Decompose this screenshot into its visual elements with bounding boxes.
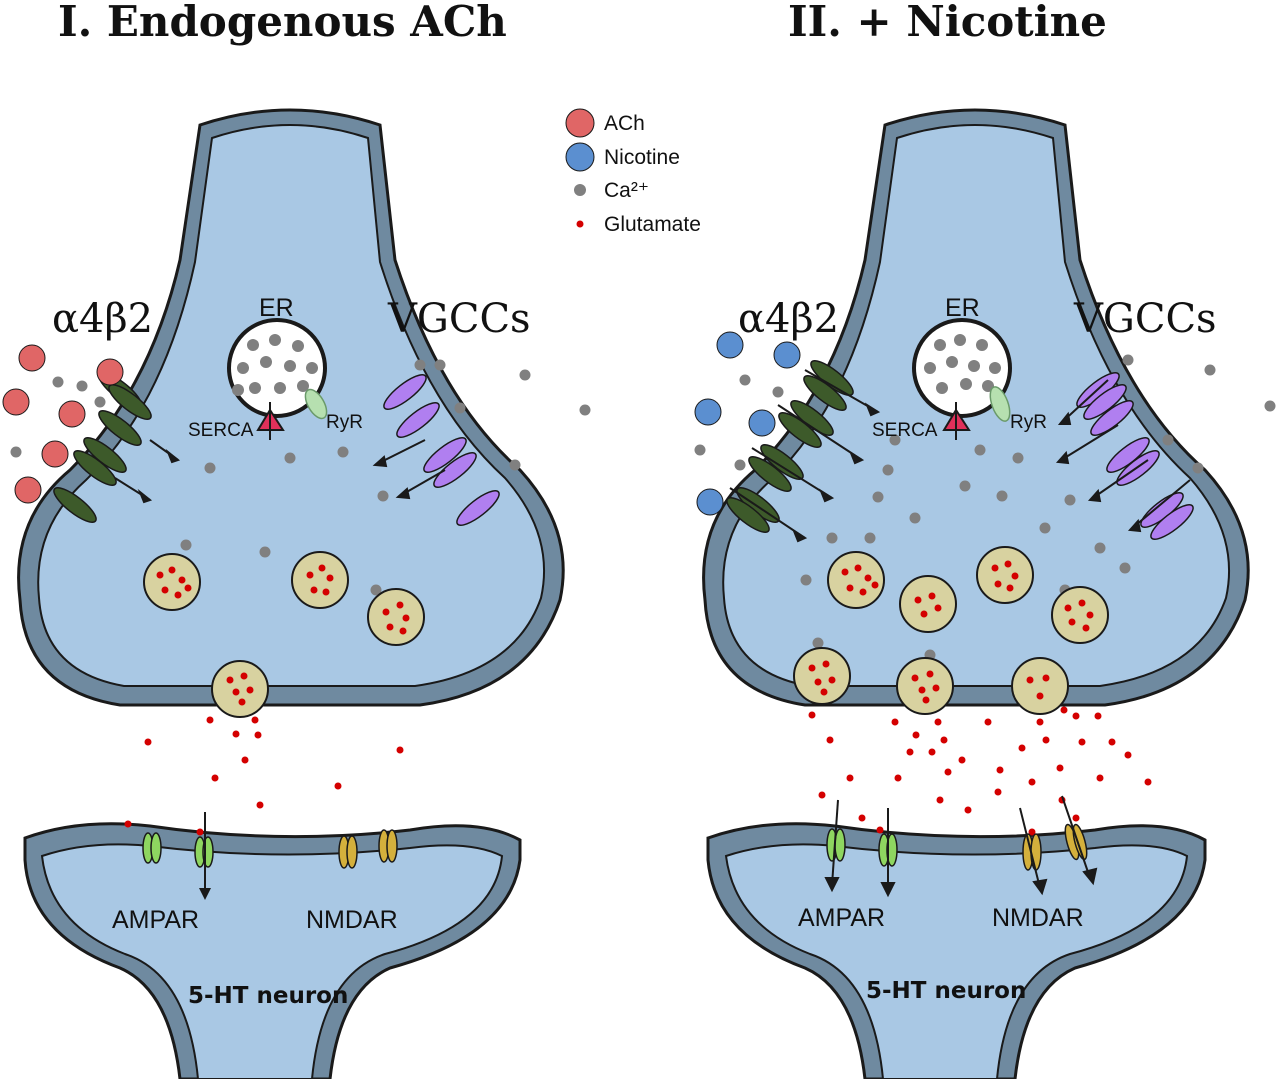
serca-label: SERCA bbox=[872, 420, 938, 441]
vgcc-subunit bbox=[456, 490, 500, 526]
nicotine-molecules bbox=[694, 331, 801, 516]
receptor-label: α4β2 bbox=[738, 296, 839, 342]
ampar-label: AMPAR bbox=[798, 904, 885, 932]
nachr-subunit bbox=[53, 487, 97, 523]
ach-molecule bbox=[58, 400, 86, 428]
er-label: ER bbox=[259, 294, 294, 322]
calcium-icon bbox=[574, 184, 586, 196]
vesicle-docked bbox=[1011, 657, 1069, 715]
ach-molecule bbox=[41, 440, 69, 468]
ach-molecule bbox=[18, 344, 46, 372]
alpha4beta2-receptors bbox=[726, 360, 854, 533]
channel-label: VGCCs bbox=[1073, 296, 1217, 342]
channel-label: VGCCs bbox=[387, 296, 531, 342]
calcium-ion bbox=[249, 382, 261, 394]
vesicle bbox=[367, 588, 425, 646]
vgcc-subunit bbox=[396, 402, 440, 438]
receptor-label: α4β2 bbox=[52, 296, 153, 342]
vesicle-docked bbox=[896, 657, 954, 715]
er-calcium-store bbox=[924, 334, 1001, 394]
legend: ACh Nicotine Ca²⁺ Glutamate bbox=[565, 108, 701, 236]
calcium-ion bbox=[297, 380, 309, 392]
ryr-label: RyR bbox=[326, 412, 363, 433]
ryr-channel bbox=[989, 386, 1011, 422]
nmdar-label: NMDAR bbox=[992, 904, 1084, 932]
vesicle bbox=[827, 551, 885, 609]
vgcc-subunit bbox=[423, 437, 467, 473]
nicotine-molecule bbox=[773, 341, 801, 369]
vesicle bbox=[899, 575, 957, 633]
calcium-ion bbox=[292, 340, 304, 352]
vgcc-subunit bbox=[383, 374, 427, 410]
cytosolic-calcium bbox=[694, 354, 1276, 661]
neuron-label: 5-HT neuron bbox=[866, 978, 1026, 1004]
nicotine-icon bbox=[565, 142, 595, 172]
calcium-ion bbox=[237, 362, 249, 374]
vgcc-channels bbox=[1076, 372, 1194, 540]
vgcc-subunit bbox=[433, 452, 477, 488]
nicotine-molecule bbox=[694, 398, 722, 426]
vesicles bbox=[793, 546, 1109, 715]
vgcc-channels bbox=[383, 374, 500, 526]
glutamate-icon bbox=[576, 220, 584, 228]
serca-label: SERCA bbox=[188, 420, 254, 441]
nicotine-molecule bbox=[696, 488, 724, 516]
calcium-ion bbox=[284, 360, 296, 372]
ampar-label: AMPAR bbox=[112, 906, 199, 934]
nmdar-label: NMDAR bbox=[306, 906, 398, 934]
vesicle-docked bbox=[793, 647, 851, 705]
calcium-ion bbox=[232, 384, 244, 396]
legend-label-nicotine: Nicotine bbox=[604, 146, 680, 169]
neuron-label: 5-HT neuron bbox=[188, 983, 348, 1009]
ach-molecule bbox=[96, 358, 124, 386]
vesicle-docked bbox=[211, 660, 269, 718]
synaptic-glutamate bbox=[124, 716, 404, 836]
calcium-ion bbox=[274, 382, 286, 394]
calcium-ion bbox=[260, 356, 272, 368]
influx-arrows bbox=[729, 369, 1191, 543]
nachr-subunit bbox=[73, 450, 117, 486]
ach-icon bbox=[565, 108, 595, 138]
calcium-ion bbox=[269, 334, 281, 346]
nmda-receptors bbox=[338, 829, 398, 869]
panel-title: II. + Nicotine bbox=[788, 0, 1107, 46]
vesicle bbox=[1051, 586, 1109, 644]
legend-label-calcium: Ca²⁺ bbox=[604, 179, 649, 202]
legend-label-ach: ACh bbox=[604, 112, 645, 135]
influx-arrows bbox=[114, 439, 446, 504]
ryr-channel bbox=[304, 388, 328, 420]
ach-molecule bbox=[14, 476, 42, 504]
vesicle bbox=[143, 553, 201, 611]
cytosolic-calcium bbox=[10, 359, 591, 596]
vesicles bbox=[143, 551, 425, 718]
calcium-ion bbox=[306, 362, 318, 374]
nachr-subunit bbox=[98, 410, 142, 446]
calcium-ion bbox=[247, 339, 259, 351]
ach-molecule bbox=[2, 388, 30, 416]
nachr-subunit bbox=[108, 384, 152, 420]
er-calcium-store bbox=[232, 334, 318, 396]
vesicle bbox=[291, 551, 349, 609]
nicotine-molecule bbox=[748, 409, 776, 437]
panel-endogenous-ach: I. Endogenous ACh α4β2 VGCCs ER SERCA Ry… bbox=[2, 0, 591, 1079]
panel-title: I. Endogenous ACh bbox=[58, 0, 507, 46]
er-label: ER bbox=[945, 294, 980, 322]
nicotine-molecule bbox=[716, 331, 744, 359]
ach-molecules bbox=[2, 344, 124, 504]
postsynaptic-influx-arrows bbox=[824, 795, 1098, 898]
vesicle bbox=[976, 546, 1034, 604]
ryr-label: RyR bbox=[1010, 412, 1047, 433]
ampa-receptors bbox=[826, 828, 898, 867]
synaptic-glutamate bbox=[808, 706, 1152, 836]
ampar-influx-arrowhead bbox=[199, 888, 211, 900]
alpha4beta2-receptors bbox=[53, 372, 152, 523]
legend-label-glutamate: Glutamate bbox=[604, 213, 701, 236]
panel-nicotine: II. + Nicotine α4β2 VGCCs ER SERCA RyR A… bbox=[694, 0, 1276, 1079]
